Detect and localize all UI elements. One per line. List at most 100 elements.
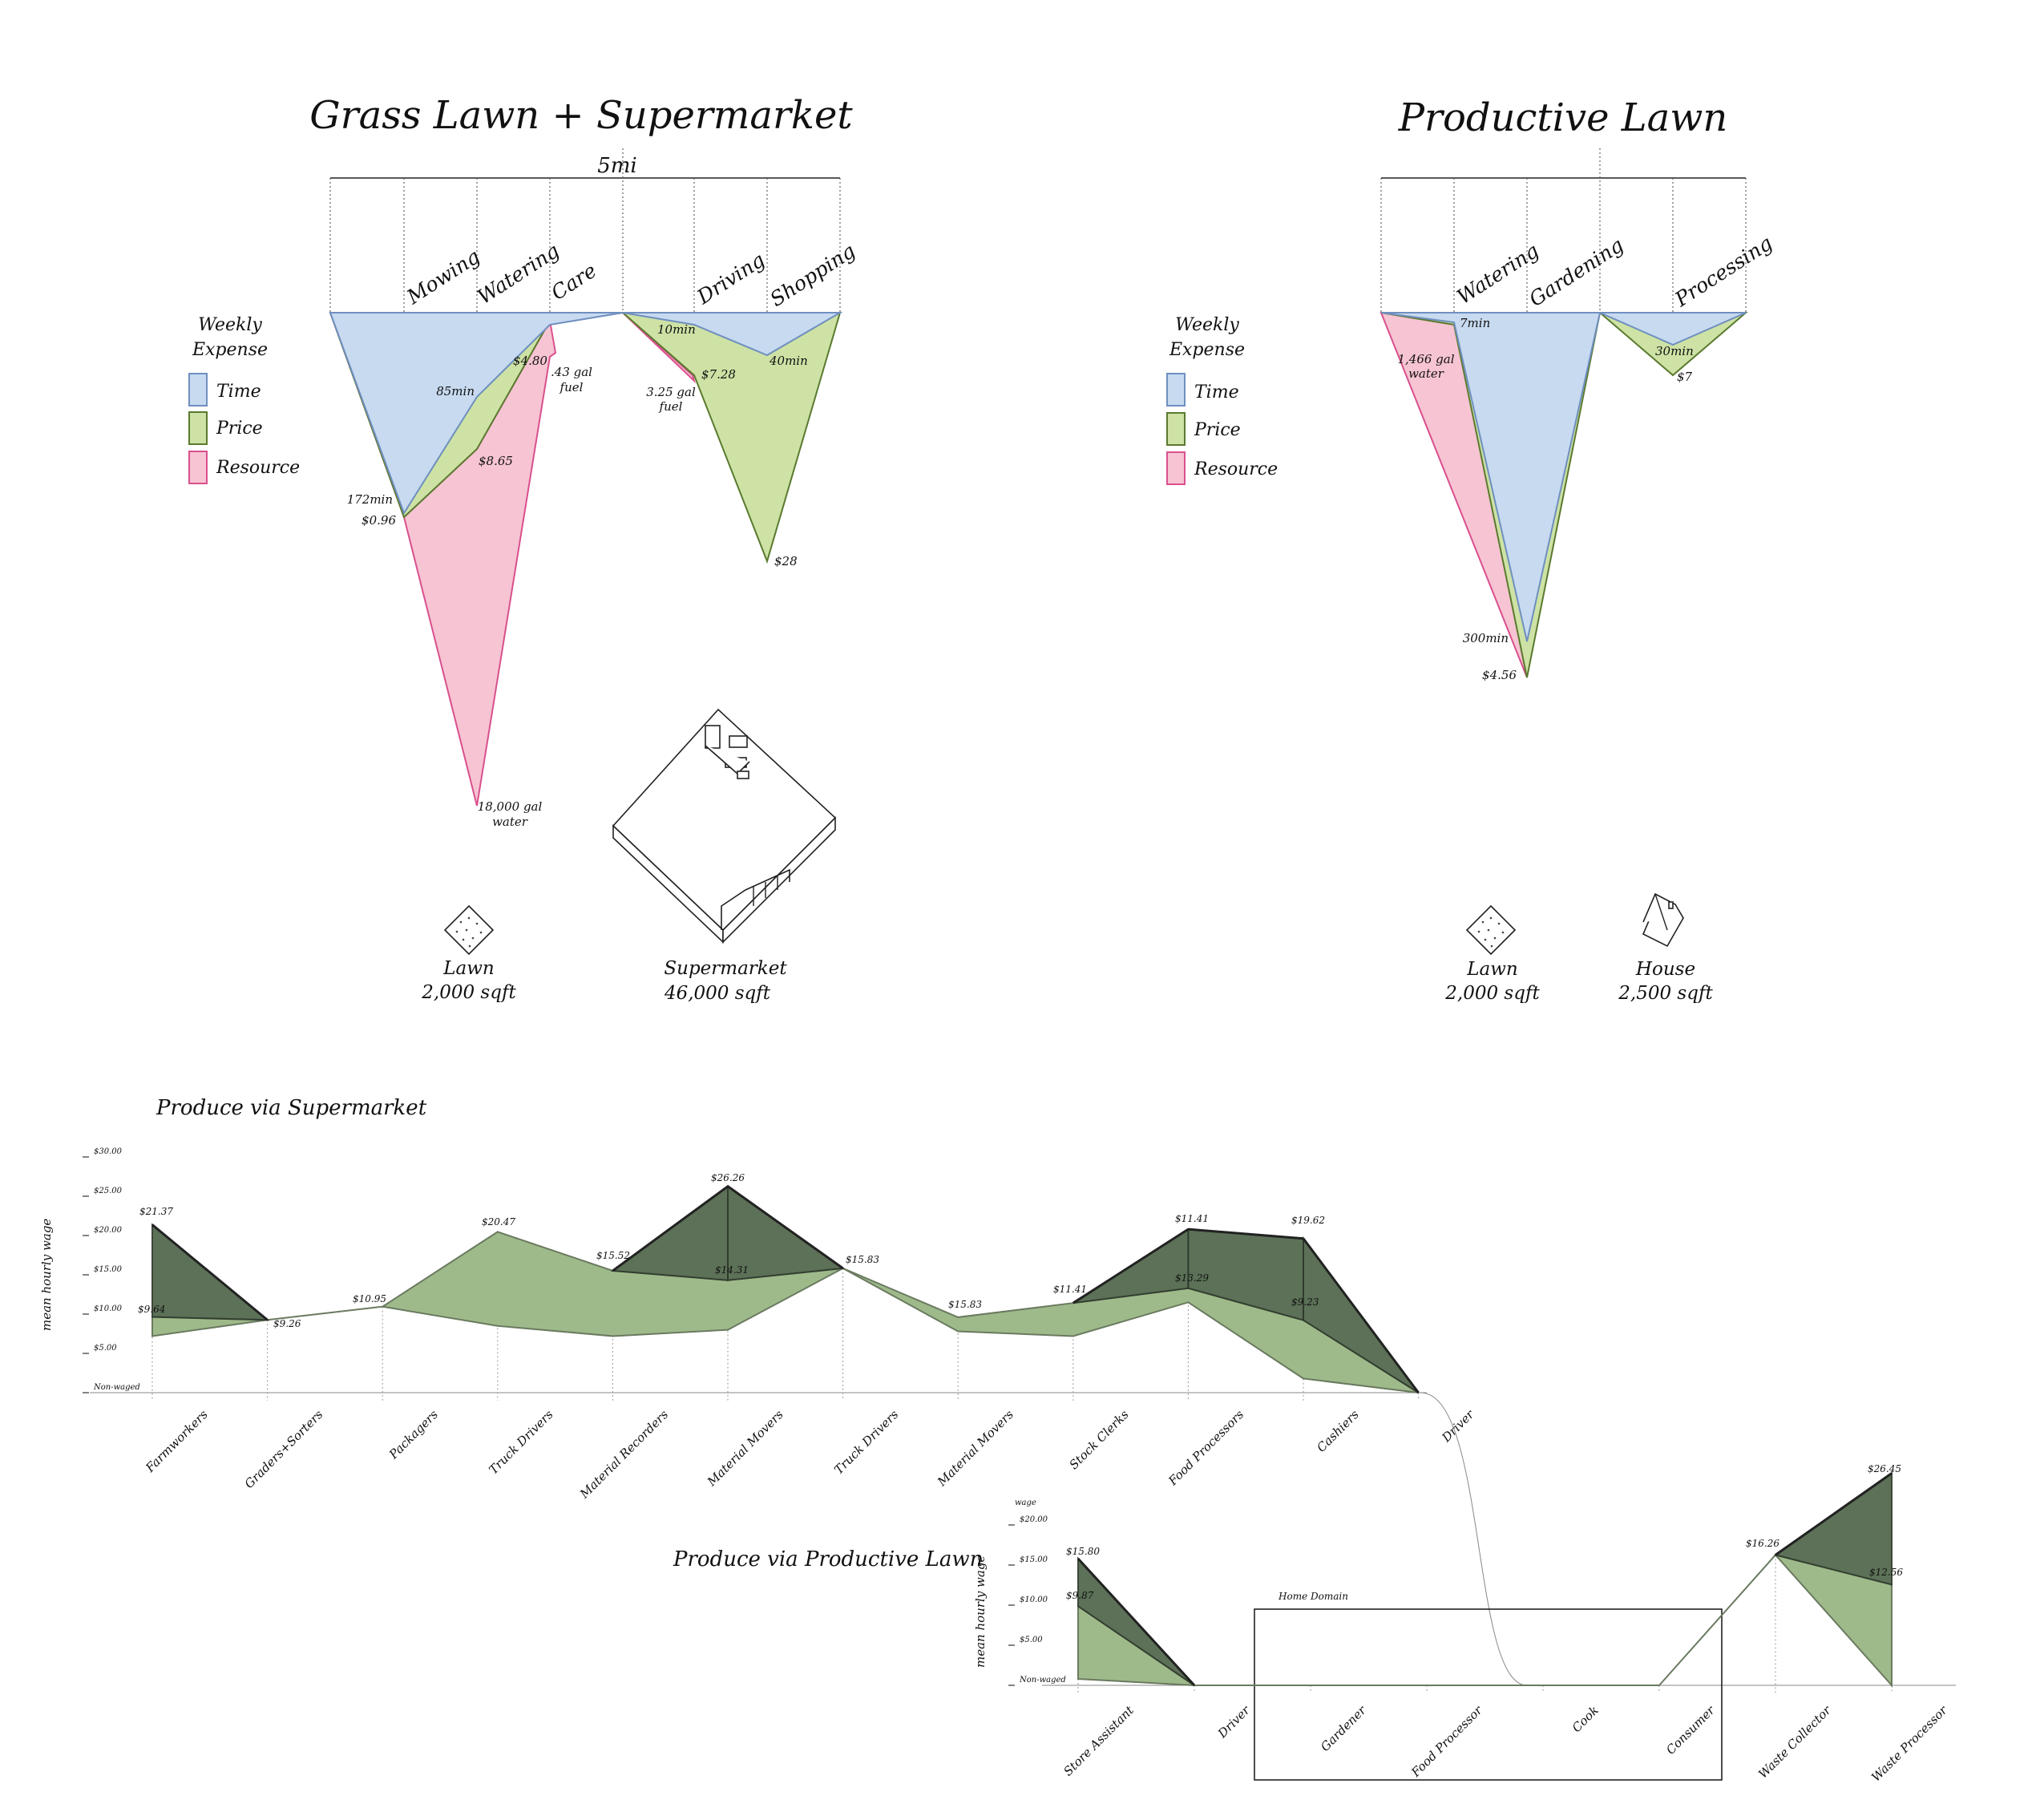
- wage-data-labels: $15.80 $9.87 $16.26 $26.45 $12.56: [1066, 1463, 1903, 1601]
- home-domain-box: [1254, 1608, 1723, 1781]
- label-fuel-043-unit: fuel: [559, 380, 584, 394]
- label-30min: 30min: [1655, 344, 1694, 358]
- wage-label-26-45: $26.45: [1868, 1463, 1901, 1474]
- wage-label-16-26: $16.26: [1746, 1538, 1779, 1549]
- legend-label-time: Time: [1194, 382, 1239, 402]
- occupation-label: Stock Clerks: [1067, 1407, 1132, 1472]
- max-wage-lines: [151, 1185, 1420, 1393]
- y-tick-label: $30.00: [94, 1147, 123, 1156]
- building-lawn-name: Lawn: [1466, 959, 1518, 980]
- legend-label-price: Price: [216, 419, 263, 439]
- label-300min: 300min: [1463, 631, 1509, 645]
- label-85min: 85min: [436, 384, 475, 398]
- wage-label-12-56: $12.56: [1869, 1567, 1903, 1578]
- label-7: $7: [1677, 370, 1693, 384]
- y-tick-label: $15.00: [94, 1265, 123, 1274]
- lawn-icon: [443, 904, 495, 956]
- label-7-28: $7.28: [701, 367, 736, 382]
- occupation-label: Food Processors: [1165, 1407, 1246, 1489]
- label-4-56: $4.56: [1482, 668, 1517, 682]
- legend-swatch-time: [188, 373, 208, 406]
- y-axis-label: mean hourly wage: [973, 1555, 988, 1668]
- occupation-label: Truck Drivers: [486, 1407, 555, 1477]
- building-house-size: 2,500 sqft: [1618, 983, 1713, 1004]
- legend-swatch-resource: [188, 451, 208, 484]
- wage-bands: [1077, 1471, 1893, 1688]
- legend-swatch-resource: [1166, 451, 1186, 485]
- label-7min: 7min: [1460, 316, 1490, 330]
- wage-axis-unit: wage: [1015, 1499, 1036, 1507]
- connector-curve: [1420, 1392, 1528, 1686]
- chart-title-productive-lawn: Productive Lawn: [1398, 95, 1728, 140]
- y-tick-label: $15.00: [1020, 1555, 1048, 1564]
- wage-range-band: [151, 1231, 1420, 1393]
- activity-shopping: Shopping: [765, 239, 859, 311]
- occupation-label: Packagers: [386, 1407, 441, 1462]
- legend-label-resource: Resource: [216, 458, 300, 478]
- y-tick-label: Non-waged: [93, 1383, 140, 1392]
- max-wage-lines: [1077, 1472, 1893, 1687]
- activity-mowing: Mowing: [402, 245, 484, 309]
- y-tick-label: $10.00: [1020, 1596, 1048, 1604]
- max-wage-line: [1775, 1472, 1893, 1556]
- label-40min: 40min: [769, 354, 808, 368]
- legend-title-line1: Weekly: [198, 315, 262, 335]
- building-lawn-size: 2,000 sqft: [1444, 983, 1540, 1004]
- max-wage-line: [727, 1185, 844, 1270]
- legend-left: Weekly Expense Time Price Resource: [188, 315, 300, 484]
- wage-label-11-41-b: $11.41: [1175, 1213, 1209, 1224]
- label-8-65: $8.65: [479, 454, 513, 468]
- label-0-96: $0.96: [362, 513, 396, 528]
- y-tick-label: $25.00: [94, 1187, 123, 1195]
- max-wage-line: [1072, 1228, 1190, 1304]
- y-tick-label: $20.00: [94, 1226, 123, 1235]
- max-wage-line: [612, 1185, 729, 1272]
- wage-label-9-26: $9.26: [273, 1318, 301, 1329]
- wage-label-20-47: $20.47: [482, 1216, 515, 1228]
- chart-title-produce-supermarket: Produce via Supermarket: [156, 1096, 427, 1120]
- occupation-label: Food Processor: [1408, 1703, 1486, 1781]
- occupation-label: Material Recorders: [576, 1407, 671, 1502]
- legend-swatch-price: [1166, 412, 1186, 446]
- wage-label-10-95: $10.95: [353, 1293, 386, 1304]
- y-tick-label: $5.00: [1020, 1636, 1043, 1644]
- occupation-label: Farmworkers: [143, 1407, 211, 1475]
- wage-label-15-80: $15.80: [1066, 1546, 1100, 1557]
- legend-swatch-price: [188, 411, 208, 445]
- legend-label-resource: Resource: [1194, 459, 1278, 479]
- legend-label-price: Price: [1194, 420, 1241, 440]
- wage-label-15-83-b: $15.83: [948, 1299, 982, 1310]
- building-supermarket-name: Supermarket: [664, 958, 787, 979]
- wage-label-9-23: $9.23: [1291, 1296, 1319, 1308]
- label-1466-gal-unit: water: [1408, 366, 1444, 381]
- max-wage-line: [1188, 1228, 1304, 1240]
- chart-title-grass-lawn: Grass Lawn + Supermarket: [309, 93, 853, 138]
- max-wage-line: [151, 1224, 269, 1321]
- activity-care: Care: [547, 259, 600, 305]
- y-tick-label: $5.00: [94, 1344, 117, 1353]
- supermarket-icon: [612, 708, 837, 944]
- home-domain-label: Home Domain: [1278, 1591, 1348, 1602]
- y-tick-label: $20.00: [1020, 1515, 1048, 1524]
- building-supermarket-size: 46,000 sqft: [664, 983, 771, 1004]
- occupation-label: Gardener: [1318, 1703, 1369, 1754]
- occupation-label: Material Movers: [934, 1407, 1016, 1490]
- produce-productive-lawn-chart: Produce via Productive Lawn wage mean ho…: [673, 1463, 1956, 1785]
- occupation-label: Store Assistant: [1060, 1702, 1137, 1778]
- building-house-name: House: [1635, 959, 1695, 980]
- distance-label: 5mi: [597, 154, 637, 178]
- chart-title-produce-productive-lawn: Produce via Productive Lawn: [673, 1547, 983, 1571]
- y-axis-label: mean hourly wage: [39, 1219, 54, 1331]
- occupation-label: Material Movers: [704, 1407, 786, 1490]
- house-icon: [1642, 892, 1685, 948]
- building-lawn-name: Lawn: [442, 958, 495, 979]
- lawn-icon: [1465, 904, 1517, 956]
- price-area-supermarket: [620, 312, 842, 564]
- label-1466-gal: 1,466 gal: [1397, 352, 1454, 366]
- wage-label-15-83: $15.83: [846, 1254, 879, 1265]
- wage-label-19-62: $19.62: [1291, 1215, 1325, 1226]
- wage-bands: [151, 1184, 1420, 1393]
